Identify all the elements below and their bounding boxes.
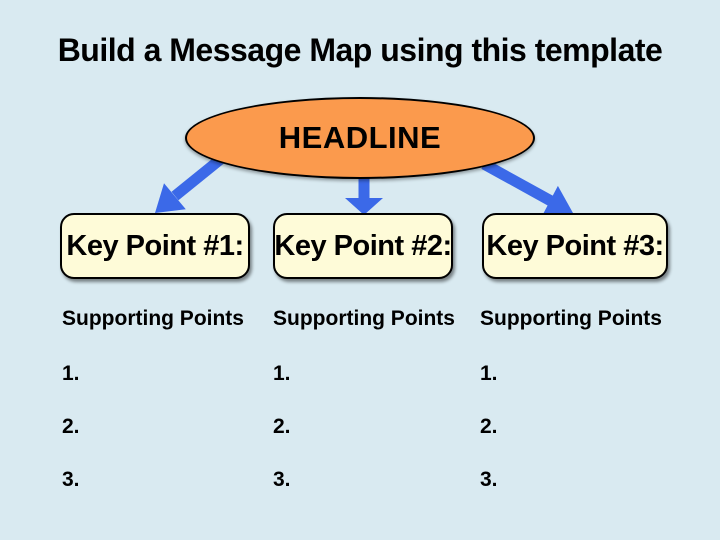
- supporting-item: 2.: [273, 415, 291, 438]
- key-point-box-1: Key Point #1:: [60, 213, 250, 279]
- arrow-down-left-icon: [155, 153, 226, 213]
- supporting-column-2: Supporting Points 1. 2. 3.: [273, 307, 483, 507]
- headline-ellipse: HEADLINE: [185, 97, 535, 179]
- supporting-header: Supporting Points: [480, 307, 662, 330]
- supporting-column-1: Supporting Points 1. 2. 3.: [62, 307, 272, 507]
- supporting-item: 2.: [480, 415, 498, 438]
- key-point-box-3: Key Point #3:: [482, 213, 668, 279]
- supporting-header: Supporting Points: [273, 307, 455, 330]
- supporting-item: 1.: [62, 362, 80, 385]
- supporting-header: Supporting Points: [62, 307, 244, 330]
- supporting-column-3: Supporting Points 1. 2. 3.: [480, 307, 690, 507]
- supporting-item: 3.: [62, 468, 80, 491]
- key-point-box-2: Key Point #2:: [273, 213, 453, 279]
- key-point-label-1: Key Point #1:: [66, 229, 244, 262]
- supporting-item: 3.: [480, 468, 498, 491]
- supporting-item: 1.: [273, 362, 291, 385]
- slide-title: Build a Message Map using this template: [57, 32, 663, 68]
- key-point-label-3: Key Point #3:: [486, 229, 664, 262]
- supporting-item: 2.: [62, 415, 80, 438]
- headline-label: HEADLINE: [278, 120, 442, 155]
- arrow-down-right-icon: [481, 159, 573, 216]
- key-point-label-2: Key Point #2:: [274, 229, 452, 262]
- supporting-item: 3.: [273, 468, 291, 491]
- supporting-item: 1.: [480, 362, 498, 385]
